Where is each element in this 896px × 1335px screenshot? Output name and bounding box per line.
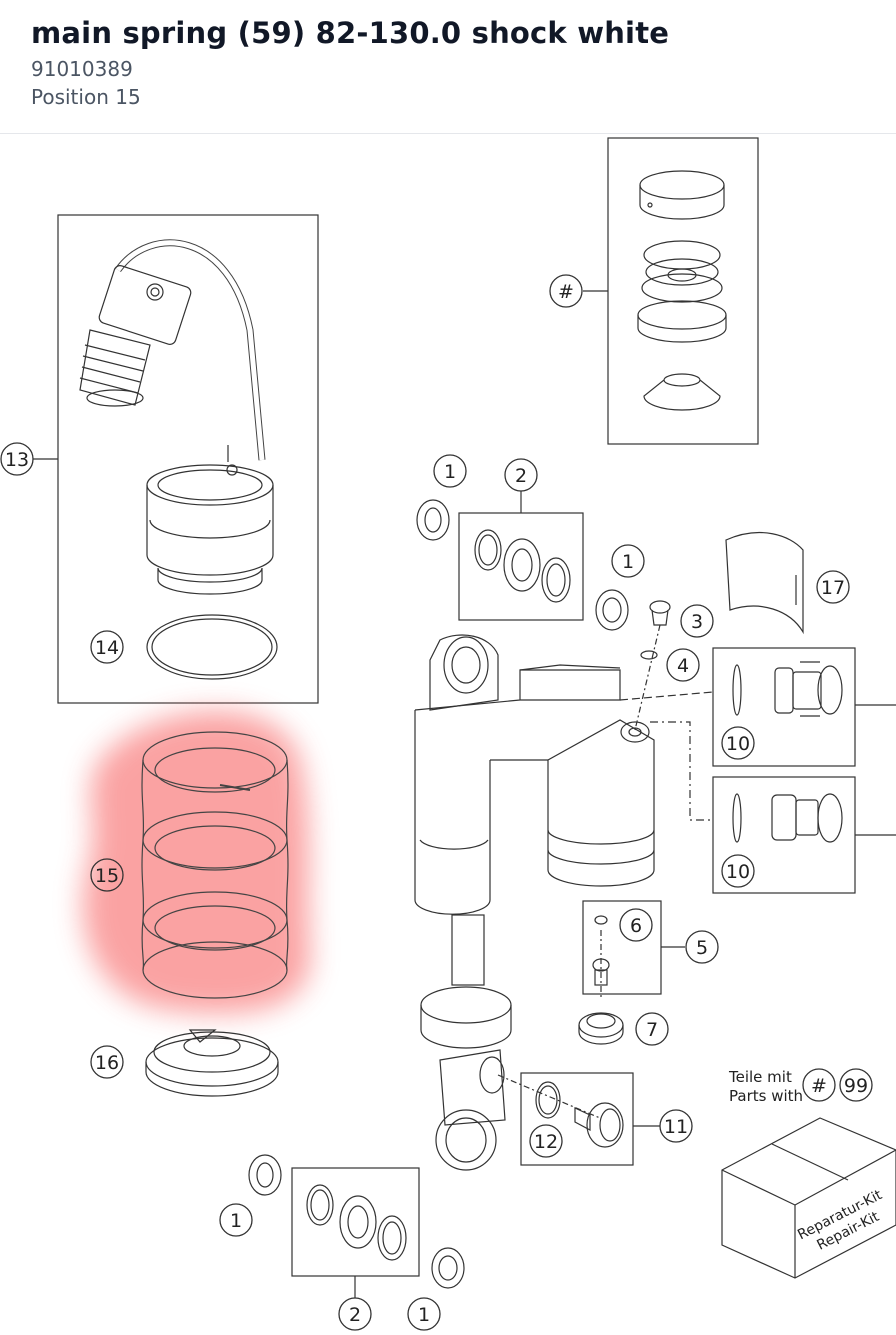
washer-4[interactable] — [640, 650, 658, 660]
shield-17[interactable] — [725, 532, 804, 635]
svg-text:99: 99 — [844, 1075, 868, 1097]
callout-99[interactable]: 99 — [839, 1068, 873, 1102]
o-ring-14[interactable] — [146, 614, 278, 680]
valve-5-part[interactable] — [592, 915, 610, 1000]
spring-retainer-16[interactable] — [145, 1029, 279, 1097]
callout-10-a[interactable]: 10 — [721, 726, 755, 760]
bushing-set-upper[interactable] — [474, 529, 571, 603]
valve-cartridge-10-lower[interactable] — [732, 793, 843, 843]
callout-hash[interactable]: # — [549, 274, 583, 308]
callout-14[interactable]: 14 — [90, 630, 124, 664]
svg-text:10: 10 — [726, 733, 750, 755]
o-ring-12[interactable] — [535, 1081, 561, 1119]
callout-1-d[interactable]: 1 — [407, 1297, 441, 1331]
cap-7[interactable] — [578, 1012, 624, 1045]
cap-1-lower-right[interactable] — [431, 1247, 465, 1289]
callout-11[interactable]: 11 — [659, 1109, 693, 1143]
svg-text:2: 2 — [515, 465, 527, 487]
page-title: main spring (59) 82-130.0 shock white — [31, 16, 670, 50]
callout-15[interactable]: 15 — [90, 858, 124, 892]
cap-1-upper-left[interactable] — [416, 499, 450, 541]
svg-text:14: 14 — [95, 637, 119, 659]
svg-text:1: 1 — [622, 551, 634, 573]
note-line-1: Teile mit — [728, 1068, 792, 1086]
svg-text:4: 4 — [677, 655, 689, 677]
svg-text:17: 17 — [821, 577, 845, 599]
callout-12[interactable]: 12 — [529, 1124, 563, 1158]
svg-text:3: 3 — [691, 611, 703, 633]
callout-5[interactable]: 5 — [685, 930, 719, 964]
callout-1-c[interactable]: 1 — [219, 1203, 253, 1237]
svg-text:#: # — [811, 1075, 827, 1097]
top-spring-part[interactable] — [637, 240, 727, 343]
svg-text:7: 7 — [646, 1019, 658, 1041]
callout-4[interactable]: 4 — [666, 648, 700, 682]
svg-text:2: 2 — [349, 1304, 361, 1326]
assembly-box-10-upper — [712, 647, 856, 767]
callout-2-b[interactable]: 2 — [338, 1297, 372, 1331]
svg-text:12: 12 — [534, 1131, 558, 1153]
svg-text:5: 5 — [696, 937, 708, 959]
part-position: Position 15 — [31, 85, 141, 109]
svg-text:10: 10 — [726, 861, 750, 883]
reservoir-hose-part[interactable] — [79, 239, 266, 461]
svg-text:1: 1 — [418, 1304, 430, 1326]
part-number: 91010389 — [31, 57, 133, 81]
callout-6[interactable]: 6 — [619, 908, 653, 942]
callout-17[interactable]: 17 — [816, 570, 850, 604]
repair-kit-box — [721, 1117, 896, 1279]
top-cone-part[interactable] — [643, 373, 721, 411]
exploded-parts-diagram: 13 14 15 16 # 1 2 1 — [0, 137, 896, 1331]
callout-hash-kit[interactable]: # — [802, 1068, 836, 1102]
cap-1-lower-left[interactable] — [248, 1154, 282, 1196]
callout-16[interactable]: 16 — [90, 1045, 124, 1079]
callout-10-b[interactable]: 10 — [721, 854, 755, 888]
svg-text:15: 15 — [95, 865, 119, 887]
valve-11-part[interactable] — [574, 1102, 624, 1148]
svg-text:6: 6 — [630, 915, 642, 937]
assembly-box-hash — [607, 137, 759, 445]
svg-text:11: 11 — [664, 1116, 688, 1138]
callout-1-b[interactable]: 1 — [611, 544, 645, 578]
svg-text:1: 1 — [230, 1210, 242, 1232]
part-header: main spring (59) 82-130.0 shock white 91… — [0, 0, 896, 134]
assembly-box-2-upper — [458, 512, 584, 621]
assembly-box-11 — [520, 1072, 634, 1166]
reservoir-cup-part[interactable] — [146, 445, 274, 595]
valve-3[interactable] — [649, 600, 671, 626]
callout-13[interactable]: 13 — [0, 442, 34, 476]
main-spring-15[interactable] — [141, 731, 289, 999]
svg-text:16: 16 — [95, 1052, 119, 1074]
shock-body[interactable] — [414, 634, 655, 1171]
callout-1-a[interactable]: 1 — [433, 454, 467, 488]
cap-1-upper-right[interactable] — [595, 589, 629, 631]
note-line-2: Parts with — [729, 1087, 803, 1105]
svg-text:1: 1 — [444, 461, 456, 483]
top-ring-part[interactable] — [639, 170, 725, 220]
svg-text:13: 13 — [5, 449, 29, 471]
callout-2-a[interactable]: 2 — [504, 458, 538, 492]
callout-7[interactable]: 7 — [635, 1012, 669, 1046]
valve-cartridge-10-upper[interactable] — [732, 661, 843, 717]
assembly-box-2-lower — [291, 1167, 420, 1277]
bushing-set-lower[interactable] — [306, 1184, 407, 1261]
callout-3[interactable]: 3 — [680, 604, 714, 638]
svg-text:#: # — [558, 281, 574, 303]
